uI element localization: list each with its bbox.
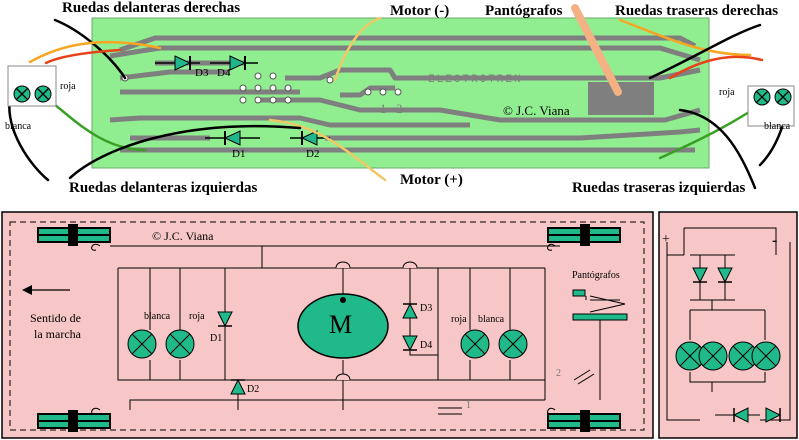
small-diode-right	[717, 267, 733, 284]
wire-black-rear-left	[678, 108, 757, 190]
pcb-board	[91, 17, 710, 169]
pantograph-symbol	[572, 289, 628, 321]
small-schematic-panel	[658, 211, 798, 439]
wheel-bottom-right	[547, 410, 621, 432]
left-connector	[7, 65, 57, 107]
pantograph-bar	[571, 4, 622, 96]
small-lamp-2	[698, 341, 728, 371]
schematic-pantographs: Pantógrafos	[572, 270, 620, 281]
wheel-bottom-left	[37, 410, 111, 432]
schematic-frame	[9, 221, 645, 431]
pcb-label-d2: D2	[306, 148, 320, 160]
motor	[297, 293, 389, 359]
board-text: ELECTROTREN	[428, 74, 523, 86]
right-conn-blanca: blanca	[764, 121, 791, 132]
left-conn-roja: roja	[60, 81, 76, 92]
wire-yellow-motor-pos	[268, 118, 387, 182]
lamp-roja-right	[460, 329, 490, 359]
schematic-lamp-blanca-right: blanca	[478, 314, 505, 325]
label-motor-pos: Motor (+)	[400, 172, 463, 188]
wire-black-left-conn	[8, 96, 50, 182]
label-rear-right: Ruedas traseras derechas	[615, 3, 779, 19]
wire-black-front-left	[68, 124, 302, 180]
schematic-diode-d2	[230, 378, 246, 395]
schematic-lamp-blanca-left: blanca	[144, 311, 171, 322]
pcb-pad-1: 1	[380, 101, 387, 116]
schematic-lamp-roja-left: roja	[189, 311, 205, 322]
direction-line-1: Sentido de	[30, 311, 81, 325]
small-plus-label: +	[662, 232, 670, 247]
schematic-number-1: 1	[466, 400, 471, 411]
pcb-label-d3: D3	[195, 67, 209, 79]
right-conn-roja: roja	[719, 87, 735, 98]
schematic-label-d1: D1	[210, 333, 223, 344]
pcb-copyright: © J.C. Viana	[503, 103, 570, 118]
pcb-label-d4: D4	[217, 67, 231, 79]
label-motor-neg: Motor (-)	[390, 3, 450, 19]
wheel-top-left	[37, 224, 111, 246]
schematic-diode-d3	[402, 302, 418, 319]
pcb-diode-d3	[155, 55, 200, 71]
wire-black-rear-right	[648, 23, 762, 80]
pcb-pad-2: 2	[396, 101, 403, 116]
schematic-label-d4: D4	[420, 340, 433, 351]
schematic-lamp-roja-right: roja	[451, 314, 467, 325]
direction-arrow	[22, 285, 70, 295]
lamp-roja-left	[165, 329, 195, 359]
schematic-copyright: © J.C. Viana	[152, 229, 214, 243]
lamp-blanca-right	[498, 329, 528, 359]
pcb-diode-d1	[205, 130, 260, 146]
wheel-top-right	[547, 224, 621, 246]
motor-label: M	[329, 310, 353, 339]
label-rear-left: Ruedas traseras izquierdas	[572, 180, 746, 196]
label-pantographs: Pantógrafos	[485, 3, 563, 19]
small-diode-left	[692, 267, 708, 284]
wire-orange-rear-right	[618, 18, 752, 57]
small-diode-bottom-right	[765, 407, 782, 423]
schematic-label-d3: D3	[420, 303, 433, 314]
direction-line-2: la marcha	[34, 327, 81, 341]
small-diode-bottom-left	[715, 407, 760, 423]
small-lamp-4	[751, 341, 781, 371]
schematic-diode-d4	[402, 335, 418, 352]
pcb-label-d1: D1	[232, 148, 246, 160]
wire-yellow-motor-neg	[333, 16, 382, 82]
wire-red-front	[44, 48, 122, 65]
wire-black-front-right	[53, 18, 127, 80]
lamp-blanca-left	[127, 329, 157, 359]
label-front-right: Ruedas delanteras derechas	[62, 0, 241, 16]
label-front-left: Ruedas delanteras izquierdas	[69, 180, 258, 196]
schematic-number-2: 2	[556, 368, 561, 379]
small-minus-label: -	[772, 232, 778, 249]
pcb-diode-d2	[290, 130, 330, 146]
left-conn-blanca: blanca	[5, 121, 32, 132]
schematic-diode-d1	[217, 311, 233, 328]
wire-orange-front-right	[28, 40, 162, 64]
pcb-diode-d4	[210, 55, 258, 71]
wire-red-rear	[668, 55, 764, 80]
right-connector	[747, 85, 795, 127]
schematic-label-d2: D2	[247, 384, 260, 395]
